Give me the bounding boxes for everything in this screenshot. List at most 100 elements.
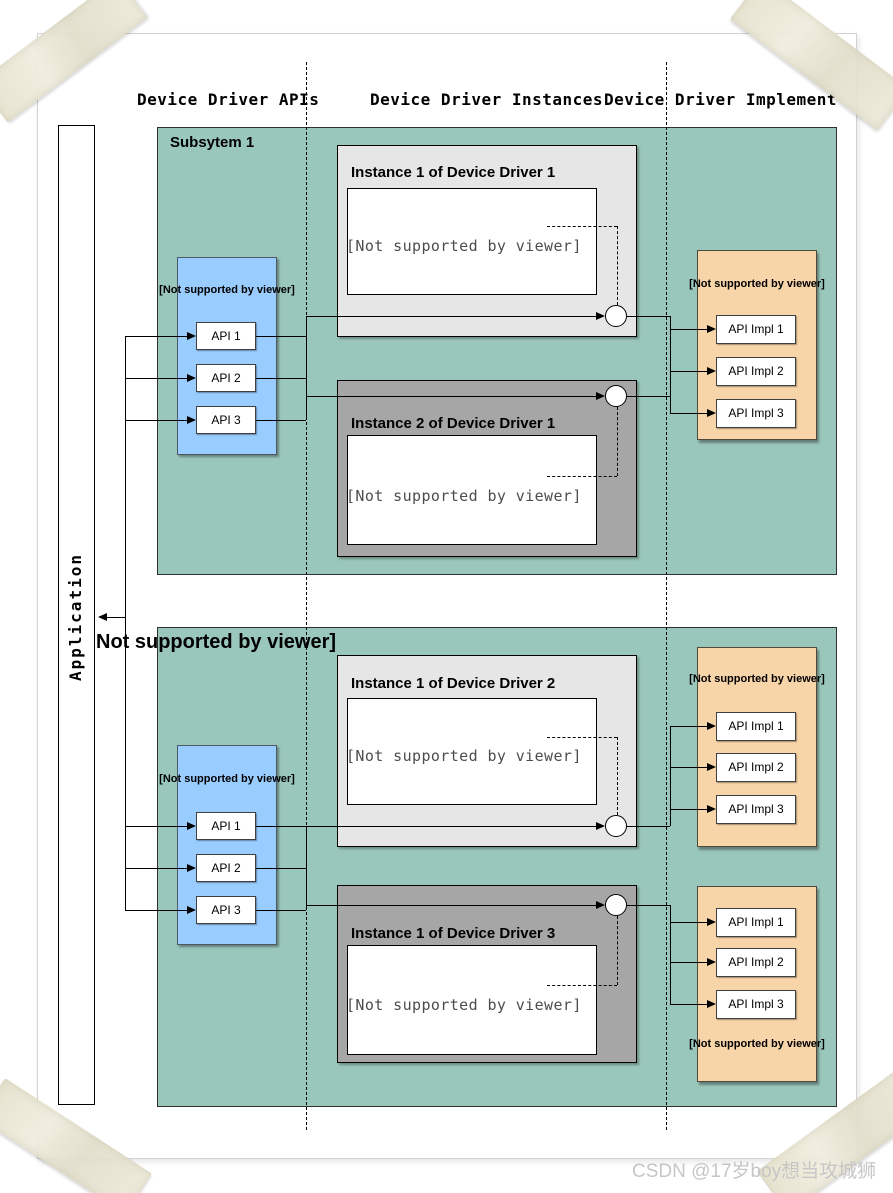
api-box: API 3 bbox=[196, 896, 256, 924]
dashed-link bbox=[617, 737, 618, 815]
connector-arrow bbox=[707, 325, 716, 333]
instance-body-text: [Not supported by viewer] bbox=[346, 487, 582, 505]
connector-arrow bbox=[707, 722, 716, 730]
impl-box: API Impl 1 bbox=[716, 908, 796, 937]
connector-line bbox=[125, 336, 126, 910]
api-box: API 2 bbox=[196, 364, 256, 392]
connector-line bbox=[627, 316, 670, 317]
connector-arrow bbox=[187, 332, 196, 340]
connector-circle bbox=[605, 815, 627, 837]
instance-title: Instance 1 of Device Driver 1 bbox=[351, 164, 556, 181]
connector-line bbox=[306, 396, 596, 397]
subsystem-2-overlay-label: Not supported by viewer] bbox=[96, 631, 337, 653]
impl-box: API Impl 3 bbox=[716, 795, 796, 824]
connector-line bbox=[670, 809, 707, 810]
connector-circle bbox=[605, 305, 627, 327]
impl-box: API Impl 1 bbox=[716, 315, 796, 344]
connector-line bbox=[670, 767, 707, 768]
connector-line bbox=[125, 420, 188, 421]
connector-line bbox=[670, 316, 671, 413]
instance-body-box bbox=[347, 188, 597, 295]
connector-line bbox=[670, 329, 707, 330]
connector-line bbox=[670, 962, 707, 963]
connector-line bbox=[256, 336, 306, 337]
connector-arrow bbox=[187, 374, 196, 382]
instance-title: Instance 1 of Device Driver 2 bbox=[351, 675, 556, 692]
instance-body-box bbox=[347, 698, 597, 805]
instance-title: Instance 2 of Device Driver 1 bbox=[351, 415, 556, 432]
dashed-link bbox=[547, 985, 617, 986]
column-header-apis: Device Driver APIs bbox=[137, 90, 320, 109]
impl-box: API Impl 3 bbox=[716, 990, 796, 1019]
connector-line bbox=[256, 868, 306, 869]
connector-line bbox=[627, 826, 670, 827]
connector-arrow bbox=[98, 613, 107, 621]
impl-box: API Impl 2 bbox=[716, 753, 796, 782]
api-group-label-2: [Not supported by viewer] bbox=[159, 773, 295, 785]
connector-line bbox=[256, 420, 306, 421]
impl-box: API Impl 2 bbox=[716, 357, 796, 386]
connector-line bbox=[256, 378, 306, 379]
column-header-implement: Device Driver Implement bbox=[604, 90, 838, 109]
api-group-label-1: [Not supported by viewer] bbox=[159, 284, 295, 296]
connector-line bbox=[125, 868, 188, 869]
instance-title: Instance 1 of Device Driver 3 bbox=[351, 925, 556, 942]
connector-line bbox=[627, 396, 670, 397]
dashed-link bbox=[547, 226, 617, 227]
connector-arrow bbox=[707, 918, 716, 926]
connector-circle bbox=[605, 385, 627, 407]
connector-arrow bbox=[707, 763, 716, 771]
connector-line bbox=[670, 371, 707, 372]
connector-arrow bbox=[596, 901, 605, 909]
connector-line bbox=[125, 336, 188, 337]
connector-arrow bbox=[707, 1000, 716, 1008]
connector-arrow bbox=[707, 958, 716, 966]
subsystem-1-label: Subsytem 1 bbox=[170, 134, 255, 151]
impl-group-label-1: [Not supported by viewer] bbox=[689, 278, 825, 290]
connector-arrow bbox=[187, 822, 196, 830]
impl-box: API Impl 1 bbox=[716, 712, 796, 741]
column-header-instances: Device Driver Instances bbox=[370, 90, 604, 109]
connector-line bbox=[670, 726, 671, 826]
connector-arrow bbox=[707, 409, 716, 417]
connector-circle bbox=[605, 894, 627, 916]
connector-line bbox=[670, 905, 671, 1004]
application-box bbox=[58, 125, 95, 1105]
connector-line bbox=[125, 910, 188, 911]
watermark: CSDN @17岁boy想当攻城狮 bbox=[632, 1161, 877, 1182]
connector-arrow bbox=[596, 392, 605, 400]
instance-body-text: [Not supported by viewer] bbox=[346, 747, 582, 765]
impl-group-label-2: [Not supported by viewer] bbox=[689, 673, 825, 685]
connector-line bbox=[256, 826, 596, 827]
connector-line bbox=[107, 617, 125, 618]
dashed-link bbox=[617, 916, 618, 985]
application-label: Application bbox=[66, 553, 85, 681]
connector-line bbox=[306, 316, 596, 317]
connector-arrow bbox=[707, 805, 716, 813]
connector-line bbox=[256, 910, 306, 911]
instance-body-text: [Not supported by viewer] bbox=[346, 996, 582, 1014]
api-box: API 2 bbox=[196, 854, 256, 882]
connector-arrow bbox=[596, 822, 605, 830]
connector-line bbox=[670, 413, 707, 414]
impl-box: API Impl 3 bbox=[716, 399, 796, 428]
connector-line bbox=[306, 316, 307, 420]
dashed-link bbox=[547, 476, 617, 477]
dashed-link bbox=[617, 226, 618, 305]
connector-arrow bbox=[707, 367, 716, 375]
column-divider-1 bbox=[306, 62, 307, 1130]
connector-line bbox=[670, 1004, 707, 1005]
dashed-link bbox=[547, 737, 617, 738]
instance-body-box bbox=[347, 945, 597, 1055]
api-box: API 1 bbox=[196, 812, 256, 840]
connector-line bbox=[306, 826, 307, 910]
api-box: API 3 bbox=[196, 406, 256, 434]
column-divider-2 bbox=[666, 62, 667, 1130]
api-box: API 1 bbox=[196, 322, 256, 350]
instance-body-box bbox=[347, 435, 597, 545]
connector-arrow bbox=[187, 906, 196, 914]
connector-line bbox=[627, 905, 670, 906]
connector-line bbox=[670, 922, 707, 923]
connector-line bbox=[306, 905, 596, 906]
